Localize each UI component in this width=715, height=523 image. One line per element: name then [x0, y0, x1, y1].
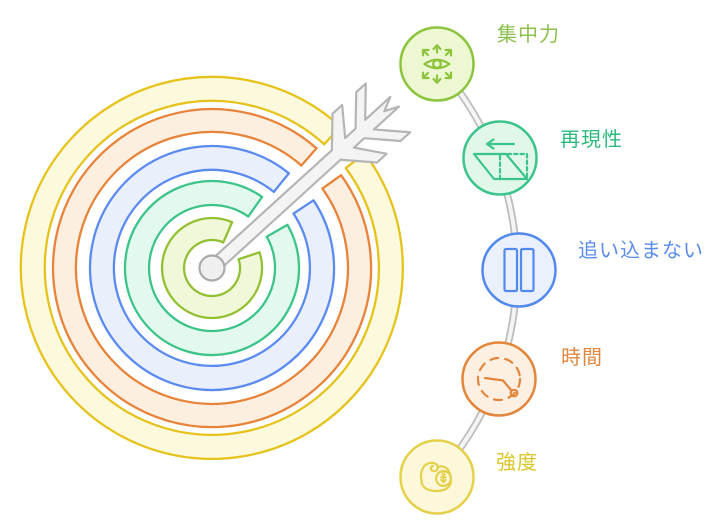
node-circle [481, 232, 557, 308]
ring-band-focus [160, 216, 264, 320]
node-intensity: 強度 [399, 439, 538, 515]
node-label-no-overtraining: 追い込まない [578, 239, 704, 262]
arrow-shaft-and-fletching [208, 82, 412, 273]
ring-band-reproducibility [123, 179, 301, 357]
target-rings [19, 75, 404, 460]
node-label-reproducibility: 再現性 [560, 128, 623, 151]
node-label-focus: 集中力 [497, 23, 560, 46]
ring-band-intensity [19, 75, 404, 460]
ring-band-no-overtraining [88, 144, 336, 392]
node-focus: 集中力 [399, 23, 560, 102]
bullseye-center-dot [198, 254, 226, 282]
arrow [208, 82, 412, 273]
node-circle [399, 26, 475, 102]
node-label-time: 時間 [561, 346, 603, 369]
ring-band-time [51, 107, 373, 429]
node-time: 時間 [461, 341, 603, 417]
node-label-intensity: 強度 [496, 451, 538, 474]
node-reproducibility: 再現性 [462, 120, 623, 196]
node-no-overtraining: 追い込まない [481, 232, 704, 308]
